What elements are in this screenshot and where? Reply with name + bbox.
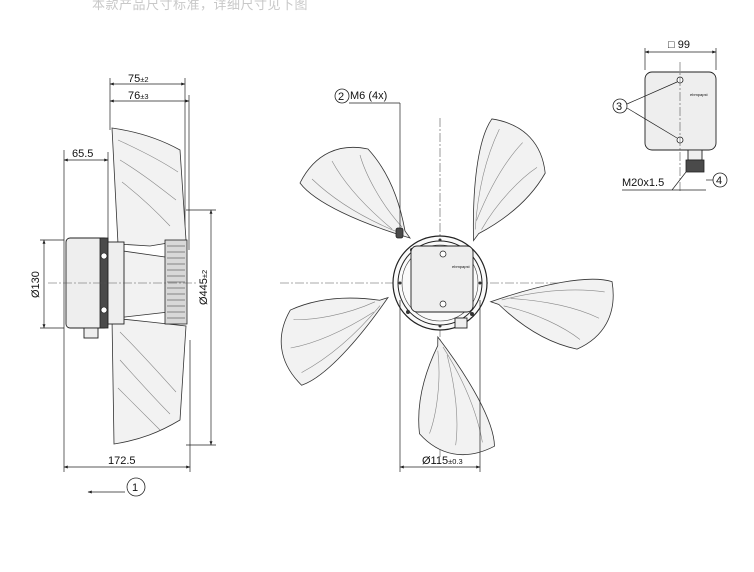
front-view: ebmpapst 2 M6 (4x) Ø115±0.3 [280, 88, 614, 472]
box-brand-mark: ebmpapst [690, 92, 708, 97]
header-note: 本款产品尺寸标准，详细尺寸见下图 [92, 0, 309, 13]
thread-gland: M20x1.5 [622, 177, 664, 189]
callout-1: 1 [132, 482, 138, 494]
dim-diameter: Ø445±2 [198, 270, 210, 305]
thread-label: M6 (4x) [350, 90, 387, 102]
callout-3: 3 [616, 101, 622, 113]
side-view: 75±2 76±3 65.5 [30, 73, 216, 497]
dim-width-top: 75±2 [128, 73, 149, 85]
dim-left: 65.5 [72, 148, 93, 160]
dim-total-length: 172.5 [108, 455, 136, 467]
box-view: □ 99 ebmpapst 3 M20x1.5 4 [612, 39, 728, 192]
dim-hub: Ø115±0.3 [422, 455, 463, 467]
front-brand-mark: ebmpapst [452, 264, 470, 269]
callout-4: 4 [716, 175, 722, 187]
callout-2: 2 [338, 91, 344, 103]
dim-width-second: 76±3 [128, 90, 149, 102]
dim-height-motor: Ø130 [30, 271, 42, 298]
dim-box: □ 99 [668, 39, 690, 51]
